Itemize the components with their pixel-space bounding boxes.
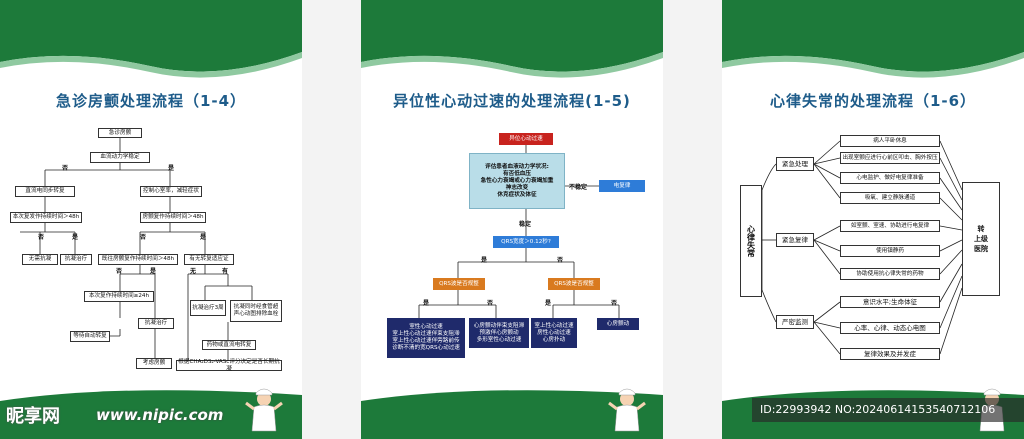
node-qrs-width: QRS宽度＞0.12秒? (493, 236, 559, 248)
node-qrs-regular-1: QRS波是否规整 (433, 278, 485, 290)
panel-afib: 急诊房颤处理流程（1-4） 急诊房颤 血流动力学稳定 否 是 直流电同步转复 控… (0, 0, 302, 439)
page-title: 心律失常的处理流程（1-6） (769, 92, 977, 110)
node-assessment: 评估患者血液动力学状况: 有否低血压 急性心力衰竭或心力衰竭加重 神志改变 休克… (469, 153, 565, 209)
label-no-2: 否 (38, 234, 45, 241)
label-none: 无 (190, 268, 197, 275)
page-title: 异位性心动过速的处理流程(1-5) (393, 92, 631, 110)
node-cha2ds2: 根据CHA₂DS₂-VASc评分决定是否长期抗凝 (176, 359, 282, 372)
label-have: 有 (222, 268, 229, 275)
label-yes-2: 是 (72, 234, 79, 241)
item-complications: 复律效果及并发症 (840, 348, 940, 360)
node-narrow-regular: 室上性心动过速 房性心动过速 心房扑动 (531, 318, 577, 348)
group-monitoring: 严密监测 (776, 315, 814, 329)
item-electrical: 如室颤、室速、协助进行电复律 (840, 220, 940, 232)
item-oxygen-iv: 吸氧、建立静脉通道 (840, 192, 940, 204)
label-no: 否 (62, 165, 69, 172)
green-header-band (0, 0, 302, 78)
item-sedative: 使用镇静药 (840, 245, 940, 257)
green-footer-band (361, 390, 663, 439)
page-title: 急诊房颤处理流程（1-4） (55, 92, 247, 110)
label-no-3: 否 (140, 234, 147, 241)
label-yes-2: 是 (423, 300, 430, 307)
label-no: 否 (557, 257, 564, 264)
node-rate-control: 控制心室率，减轻症状 (140, 186, 202, 197)
node-af-48h: 房颤复作持续时间＞48h (140, 212, 206, 223)
watermark-logo: 昵享网 (6, 406, 60, 427)
label-yes: 是 (168, 165, 175, 172)
node-afib-er: 急诊房颤 (98, 128, 142, 138)
item-ecg-monitor: 心电监护、做好电复律准备 (840, 172, 940, 184)
item-heart-rhythm: 心率、心律、动态心电图 (840, 322, 940, 334)
node-no-anticoag: 无需抗凝 (22, 254, 58, 265)
node-drug-cardioversion: 药物或直流电转复 (202, 340, 256, 350)
node-narrow-irregular: 心房颤动 (597, 318, 639, 330)
panel-arrhythmia: 心律失常的处理流程（1-6） 心律失常 紧急处理 病人平卧休息 出现室颤应进行心… (722, 0, 1024, 439)
node-transfer-hospital: 转 上级 医院 (962, 182, 1000, 296)
node-consider-af: 考虑房颤 (136, 358, 172, 369)
green-footer-band (0, 390, 302, 439)
node-episode-48h: 本次复发作持续时间＞48h (10, 212, 82, 223)
label-yes-3: 是 (200, 234, 207, 241)
label-stable: 稳定 (519, 221, 532, 228)
panel-gap-left (302, 0, 361, 439)
node-wide-regular: 室性心动过速 室上性心动过速伴束支阻滞 室上性心动过速伴旁路前传 诊断不清的宽Q… (387, 318, 465, 358)
node-indication: 有无转复适应证 (184, 254, 234, 265)
item-antiarrhythmic: 协助使用抗心律失常的药物 (840, 268, 940, 280)
group-cardioversion: 紧急复律 (776, 233, 814, 247)
green-header-band (722, 0, 1024, 78)
label-yes-4: 是 (150, 268, 157, 275)
label-yes-3: 是 (545, 300, 552, 307)
watermark-id-tag: ID:22993942 NO:20240614153540712106 (752, 398, 1024, 422)
label-unstable: 不稳定 (569, 184, 588, 191)
node-wide-irregular: 心房颤动伴束支阻滞 预激伴心房颤动 多形室性心动过速 (469, 318, 529, 348)
group-emergency: 紧急处理 (776, 157, 814, 171)
label-no-3: 否 (611, 300, 618, 307)
node-prior-af-48h: 既往房颤复作持续时间＞48h (98, 254, 178, 265)
node-arrhythmia-root: 心律失常 (740, 185, 762, 297)
watermark-site: www.nipic.com (96, 406, 224, 424)
node-cardioversion: 电复律 (599, 180, 645, 192)
item-cpr: 出现室颤应进行心前区叩击、胸外按压 (840, 152, 940, 164)
nurse-illustration (245, 388, 283, 432)
node-dc-cardioversion: 直流电同步转复 (15, 186, 75, 197)
node-qrs-regular-2: QRS波是否规整 (548, 278, 600, 290)
panel-gap-right (663, 0, 722, 439)
item-consciousness: 意识水平;生命体征 (840, 296, 940, 308)
node-ectopic-tachy: 异位心动过速 (499, 133, 553, 145)
node-anticoag: 抗凝治疗 (60, 254, 92, 265)
node-episode-24h: 本次复作持续时间≥24h (84, 291, 154, 302)
node-tee: 抗凝同时经食管超声心动图排除血栓 (230, 300, 282, 322)
node-wait-convert: 等待自动转复 (70, 331, 110, 342)
label-no-4: 否 (116, 268, 123, 275)
node-hemodynamic-stable: 血流动力学稳定 (90, 152, 150, 163)
label-yes: 是 (481, 257, 488, 264)
node-anticoag-2: 抗凝治疗 (138, 318, 174, 329)
panel-ectopic-tachy: 异位性心动过速的处理流程(1-5) 异位心动过速 评估患者血液动力学状况: 有否… (361, 0, 663, 439)
green-header-band (361, 0, 663, 78)
node-anticoag-3w: 抗凝治疗3周 (190, 300, 226, 316)
item-bed-rest: 病人平卧休息 (840, 135, 940, 147)
nurse-illustration (608, 388, 646, 432)
label-no-2: 否 (487, 300, 494, 307)
